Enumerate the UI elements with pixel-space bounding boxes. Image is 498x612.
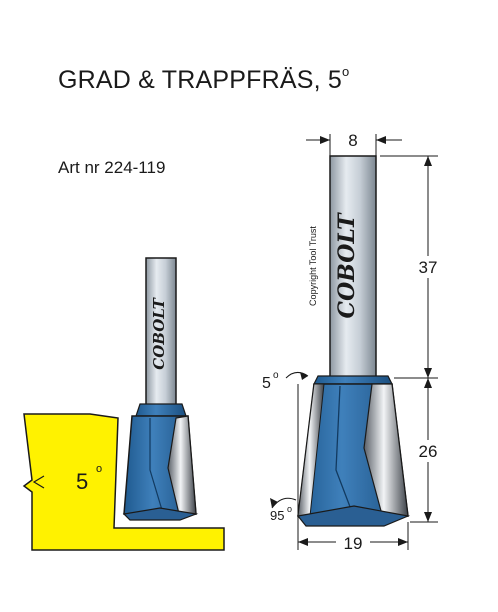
- workpiece-profile: [22, 413, 225, 551]
- title-text: GRAD & TRAPPFRÄS, 5: [58, 66, 342, 94]
- copyright-text: Copyright Tool Trust: [308, 226, 318, 306]
- dim-shank-diameter: [306, 134, 402, 156]
- cutting-diameter-label: 19: [344, 534, 363, 553]
- page-title: GRAD & TRAPPFRÄS, 5o: [58, 64, 350, 95]
- taper-angle-degree: o: [273, 370, 279, 381]
- dim-included-angle: [270, 497, 297, 509]
- cutting-length-label: 26: [419, 442, 438, 461]
- shank-length-label: 37: [419, 258, 438, 277]
- left-brand-text: COBOLT: [150, 296, 168, 369]
- taper-angle-label: 5: [262, 375, 271, 392]
- included-angle-label: 95: [270, 508, 284, 523]
- left-angle-label: 5: [76, 469, 88, 494]
- dim-taper-angle: [285, 372, 309, 522]
- dim-cutting-diameter: [297, 522, 409, 552]
- left-shank: [145, 257, 177, 407]
- shank-diameter-label: 8: [348, 131, 357, 150]
- left-router-bit: COBOLT: [122, 257, 199, 521]
- left-angle-degree: o: [96, 463, 102, 475]
- dim-shank-length: [380, 155, 442, 379]
- right-brand-text: COBOLT: [334, 212, 360, 319]
- dim-cutting-length: [410, 378, 442, 523]
- article-number: Art nr 224-119: [58, 158, 166, 177]
- title-degree: o: [341, 64, 350, 79]
- included-angle-degree: o: [287, 504, 292, 514]
- right-router-bit: COBOLT Copyright Tool Trust: [296, 155, 411, 527]
